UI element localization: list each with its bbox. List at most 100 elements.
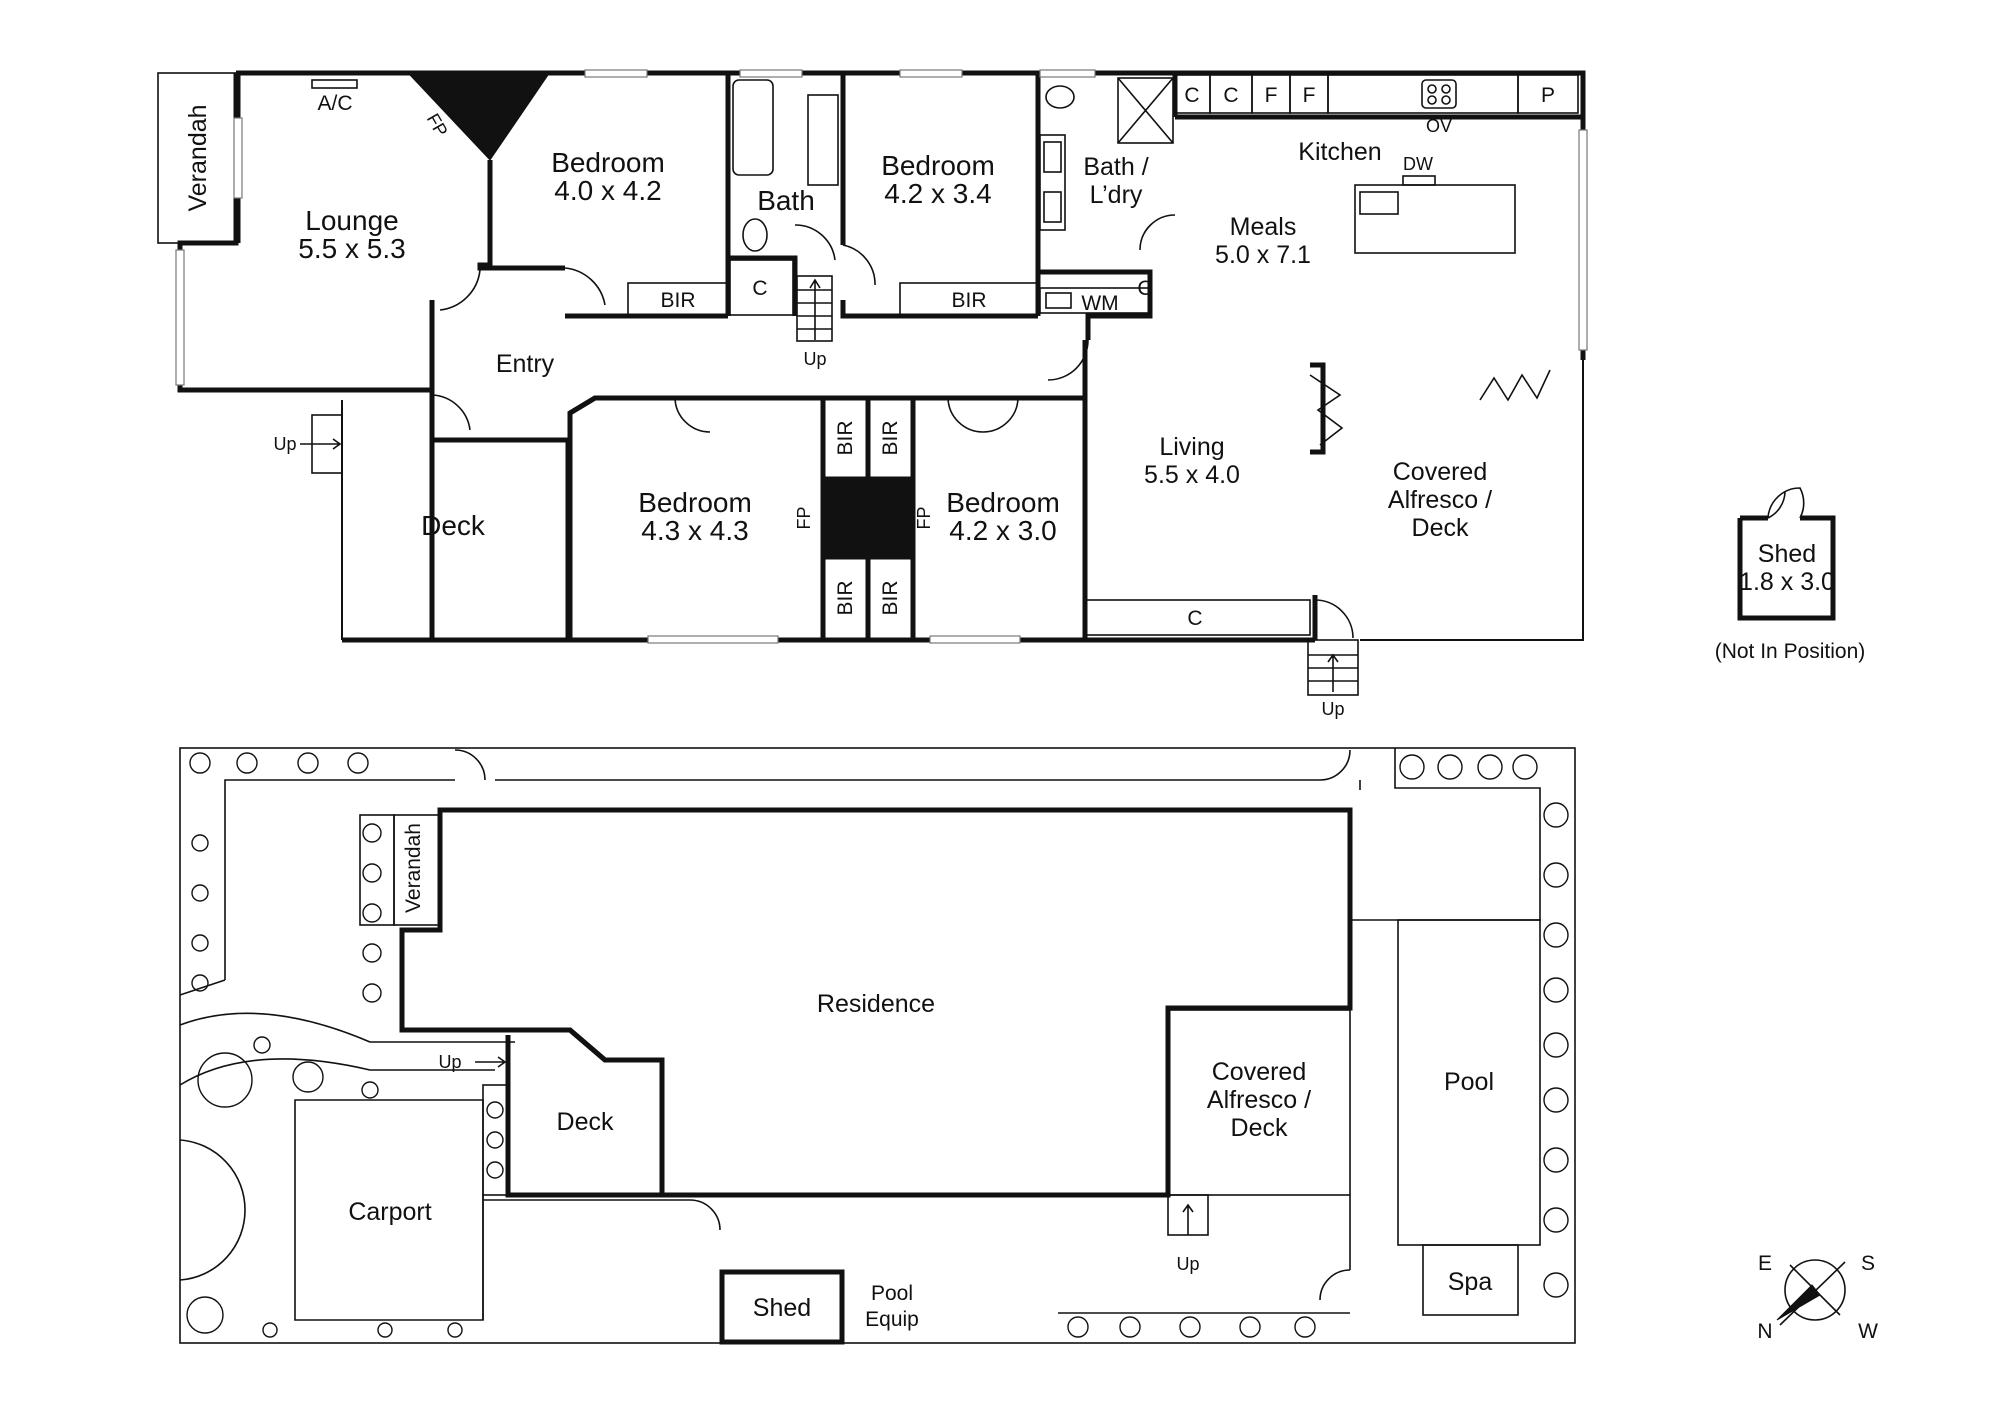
lounge-dim: 5.5 x 5.3 [298,233,405,264]
site-up-label: Up [438,1052,461,1072]
pool-equip-label2: Equip [865,1308,919,1331]
ground-floor-plan: A/C Verandah Lounge 5.5 x 5.3 FP Bedroom… [157,69,1588,719]
pool-label: Pool [1444,1068,1494,1096]
window [175,249,185,386]
bathtub [732,79,774,176]
pool-surround [1350,748,1541,921]
carport-right [482,1195,690,1320]
stairs-arrow [809,278,821,340]
bedroom2-dim: 4.2 x 3.4 [884,178,991,209]
window [739,69,803,78]
oven-label: OV [1426,116,1452,136]
bath-bottom [728,255,798,316]
cupboard-hall [729,259,794,316]
vanity [807,94,839,186]
deck-wall [432,437,571,640]
fp-bedroom3: FP [794,506,814,529]
living-cupboard [1084,599,1311,636]
site-deck-up [475,1056,507,1068]
bir-walls [820,398,916,640]
verandah-label: Verandah [184,104,212,211]
site-alfresco-label1: Covered [1212,1058,1307,1086]
bedroom2-label: Bedroom [881,150,995,181]
bath-ldry-label2: L’dry [1090,181,1143,209]
living-cupboard-label: C [1187,607,1202,630]
compass: E S N W [1757,1252,1878,1343]
shed-detached: Shed 1.8 x 3.0 (Not In Position) [1715,487,1866,663]
doors [431,214,1354,639]
unit-f1: F [1265,84,1278,107]
ldry-basin [1039,134,1066,231]
pool-gate-2 [1319,749,1351,781]
compass-e: E [1758,1252,1772,1275]
kitchen-island [1354,184,1516,254]
wm-box [1039,287,1151,314]
bifold-door [1309,374,1344,446]
window [1039,69,1096,78]
alfresco-label2: Alfresco / [1388,486,1492,514]
compass-w: W [1858,1320,1878,1343]
side-gate [454,749,486,781]
unit-p: P [1541,84,1555,107]
window [929,635,1021,644]
pool-equip-label1: Pool [871,1282,913,1305]
ldry-basin-inner2 [1043,191,1062,223]
window [584,69,648,78]
window [233,117,243,199]
ac-unit [311,79,358,89]
window [647,635,779,644]
site-rear-up-label: Up [1176,1254,1199,1274]
toilet [742,218,768,252]
alfresco-label3: Deck [1412,514,1469,542]
ac-label: A/C [317,92,352,115]
site-shed-label: Shed [753,1294,811,1322]
shed-label: Shed [1758,540,1816,568]
pool-gate [1319,1269,1351,1301]
site-plan: Residence Verandah Deck Up Carport Cover… [179,747,1576,1345]
bir-label: BIR [660,289,695,312]
site-path [224,779,1361,980]
cooktop [1421,79,1457,109]
fp-bedroom4: FP [914,506,934,529]
gate [179,1139,246,1281]
bedroom4-label: Bedroom [946,487,1060,518]
rear-up-label: Up [1321,699,1344,719]
kitchen-units: C C F F P OV [1174,74,1579,136]
bir-bedroom4-top: BIR [879,420,902,455]
deck-up-label: Up [273,434,296,454]
deck-label: Deck [421,510,486,541]
site-deck-label: Deck [557,1108,614,1136]
shed-dim: 1.8 x 3.0 [1739,568,1835,596]
bir-bedroom4-bottom: BIR [879,580,902,615]
shed-note: (Not In Position) [1715,640,1866,663]
site-alfresco [1167,1009,1351,1196]
window [899,69,963,78]
bedroom3-label: Bedroom [638,487,752,518]
unit-c1: C [1184,84,1199,107]
bedroom4-dim: 4.2 x 3.0 [949,515,1056,546]
window [1578,129,1588,351]
kitchen-label: Kitchen [1298,138,1381,166]
compass-n: N [1757,1320,1772,1343]
bath-ldry-label1: Bath / [1083,153,1148,181]
wm-unit [1045,292,1072,309]
lounge-wall [177,243,432,393]
bir-bedroom2 [899,282,1039,316]
bedrooms-top [568,395,1085,416]
stairs-hall [796,275,833,342]
ldry-toilet [1045,85,1075,109]
bir-bedroom3-bottom: BIR [834,580,857,615]
deck-up-arrow [300,438,342,450]
fireplace-triangle [408,74,549,161]
dw-box [1402,175,1436,186]
bath-label: Bath [757,185,815,216]
bedroom1-label: Bedroom [551,147,665,178]
wm-label: WM [1081,292,1118,315]
bir-bedroom1 [627,282,729,316]
island-sink [1359,191,1399,215]
shrubs [186,752,1569,1338]
verandah-planter [359,814,395,926]
bifold-door-2 [1479,369,1551,402]
lounge-label: Lounge [305,205,398,236]
dw-label: DW [1403,154,1433,174]
